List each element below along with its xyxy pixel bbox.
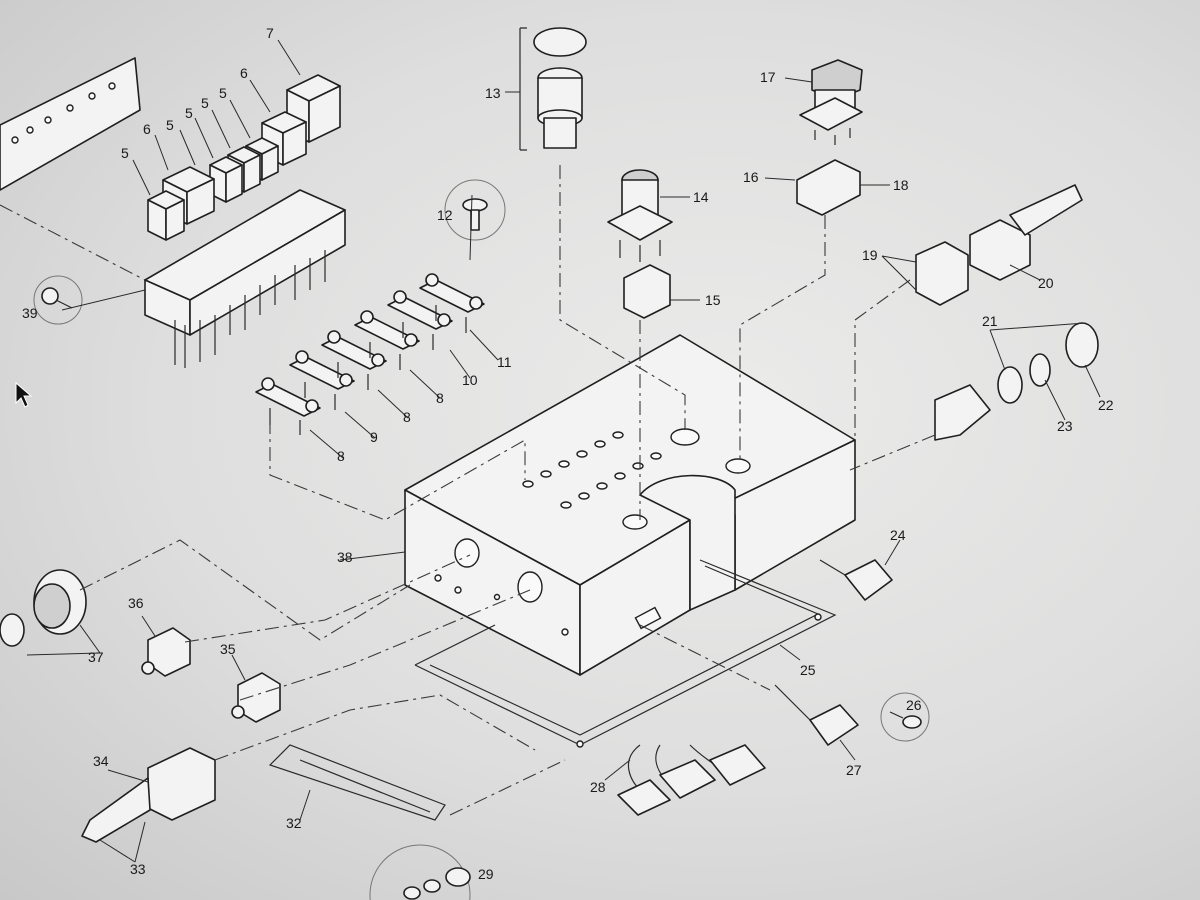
callout-23: 23 <box>1057 418 1073 434</box>
nuts-29 <box>403 867 471 900</box>
callout-labels: 7 6 6 5 5 5 5 5 13 12 14 15 16 17 18 19 … <box>22 25 1114 882</box>
detail-circle-12 <box>444 179 506 241</box>
callout-11: 11 <box>497 354 512 370</box>
callout-5: 5 <box>201 95 209 111</box>
callout-9: 9 <box>370 429 378 445</box>
callout-20: 20 <box>1038 275 1054 291</box>
pin-12 <box>462 198 488 231</box>
relay-socket-block <box>144 189 346 368</box>
callout-8: 8 <box>403 409 411 425</box>
terminal-strip-8c <box>354 310 420 370</box>
callout-18: 18 <box>893 177 909 193</box>
rotary-switch-34 <box>81 747 216 843</box>
callout-16: 16 <box>743 169 759 185</box>
electrical-box <box>404 334 856 748</box>
selector-switch-17 <box>799 59 863 145</box>
socket-16-18 <box>796 159 861 216</box>
callout-32: 32 <box>286 815 302 831</box>
callout-38: 38 <box>337 549 353 565</box>
callout-17: 17 <box>760 69 776 85</box>
callout-35: 35 <box>220 641 236 657</box>
mounting-flange <box>0 57 141 191</box>
bracket-32 <box>268 744 446 821</box>
push-button-14 <box>607 169 673 262</box>
terminal-strip-11 <box>419 273 485 333</box>
callout-29: 29 <box>478 866 494 882</box>
callout-12: 12 <box>437 207 453 223</box>
callout-24: 24 <box>890 527 906 543</box>
callout-26: 26 <box>906 697 922 713</box>
callout-22: 22 <box>1098 397 1114 413</box>
callout-7: 7 <box>266 25 274 41</box>
callout-8: 8 <box>436 390 444 406</box>
terminal-strips <box>255 273 485 435</box>
socket-15 <box>623 264 671 319</box>
callout-37: 37 <box>88 649 104 665</box>
gland-21 <box>934 322 1099 441</box>
terminal-strip-9 <box>289 350 355 410</box>
callout-33: 33 <box>130 861 146 877</box>
terminal-holes <box>522 431 662 509</box>
pin-26 <box>889 711 922 729</box>
callout-27: 27 <box>846 762 862 778</box>
callout-5: 5 <box>219 85 227 101</box>
detail-circle-39 <box>33 275 83 325</box>
callout-13: 13 <box>485 85 501 101</box>
callout-6: 6 <box>240 65 248 81</box>
toggle-switch-36 <box>141 627 191 677</box>
callout-28: 28 <box>590 779 606 795</box>
push-button-13 <box>519 27 587 151</box>
relay-5c <box>209 156 243 203</box>
round-connector-37 <box>0 569 87 647</box>
toggle-switch-35 <box>231 672 281 723</box>
terminal-strip-8a <box>255 377 321 435</box>
relays <box>147 74 341 241</box>
assembly-lines <box>0 165 936 816</box>
socket-19 <box>915 241 969 306</box>
terminal-strip-8b <box>321 330 387 390</box>
connector-24 <box>819 559 893 601</box>
callout-10: 10 <box>462 372 478 388</box>
callout-34: 34 <box>93 753 109 769</box>
leader-lines <box>26 39 1101 863</box>
relay-5d <box>147 190 185 241</box>
mouse-pointer-icon <box>15 381 33 408</box>
rocker-switch-20 <box>969 184 1083 281</box>
callout-39: 39 <box>22 305 38 321</box>
callout-21: 21 <box>982 313 998 329</box>
callout-5: 5 <box>121 145 129 161</box>
callout-8: 8 <box>337 448 345 464</box>
callout-6: 6 <box>143 121 151 137</box>
callout-15: 15 <box>705 292 721 308</box>
detail-circle-26 <box>880 692 930 742</box>
screw-39 <box>41 287 73 309</box>
callout-14: 14 <box>693 189 709 205</box>
callout-36: 36 <box>128 595 144 611</box>
callout-19: 19 <box>862 247 878 263</box>
detail-circle-29 <box>369 844 471 900</box>
callout-5: 5 <box>166 117 174 133</box>
callout-25: 25 <box>800 662 816 678</box>
callout-5: 5 <box>185 105 193 121</box>
plug-27 <box>774 684 859 746</box>
harness-28 <box>617 744 766 816</box>
